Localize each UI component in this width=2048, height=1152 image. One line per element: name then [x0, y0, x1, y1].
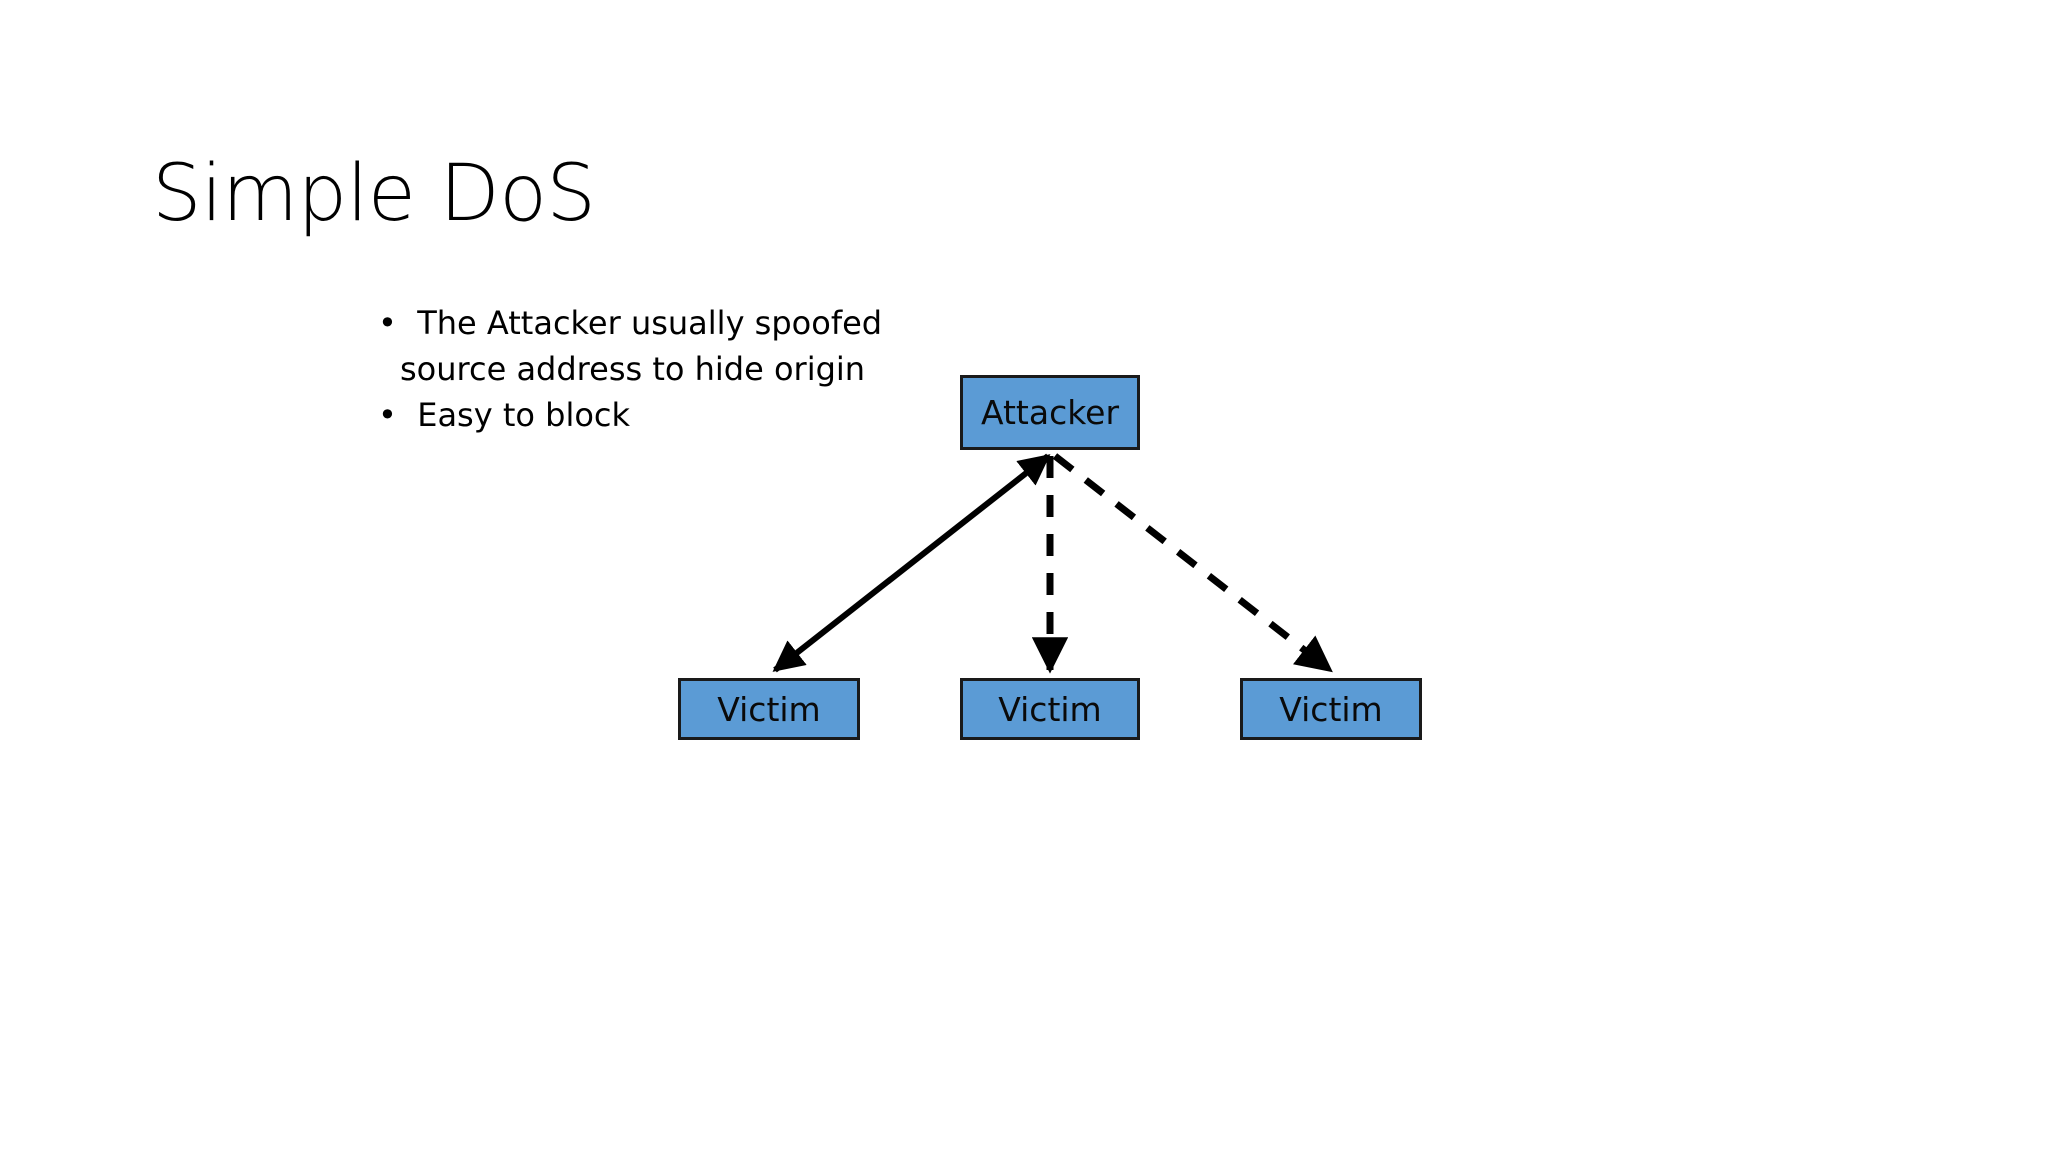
- list-item: Easy to block: [378, 392, 898, 438]
- node-attacker-label: Attacker: [980, 393, 1120, 432]
- node-victim-3-label: Victim: [1279, 689, 1383, 729]
- node-attacker[interactable]: Attacker: [960, 375, 1140, 450]
- node-victim-2[interactable]: Victim: [960, 678, 1140, 740]
- node-victim-1[interactable]: Victim: [678, 678, 860, 740]
- connector-attacker-to-victim-1: [772, 453, 1051, 673]
- bullet-list: The Attacker usually spoofed source addr…: [378, 300, 898, 438]
- node-victim-2-label: Victim: [998, 689, 1102, 729]
- connector-attacker-to-victim-3: [1052, 453, 1333, 673]
- node-victim-1-label: Victim: [717, 689, 821, 729]
- node-victim-3[interactable]: Victim: [1240, 678, 1422, 740]
- page-title: Simple DoS: [152, 149, 596, 240]
- list-item: The Attacker usually spoofed source addr…: [378, 300, 898, 392]
